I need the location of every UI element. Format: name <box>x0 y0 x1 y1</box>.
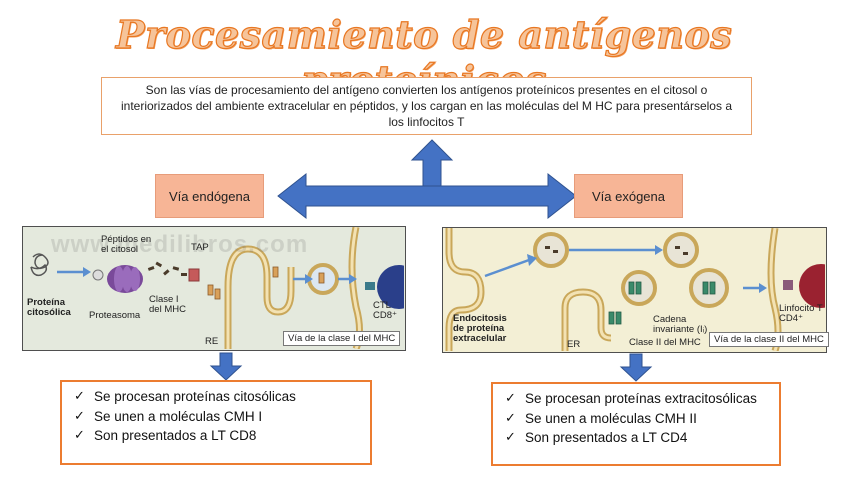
endogenous-features-box: ✓Se procesan proteínas citosólicas ✓Se u… <box>60 380 372 465</box>
endogenous-path-label: Vía endógena <box>169 188 250 204</box>
class2-caption: Vía de la clase II del MHC <box>709 332 829 347</box>
list-item: ✓Se procesan proteínas extracitosólicas <box>505 389 771 409</box>
proteasome-label: Proteasoma <box>89 310 141 321</box>
mhc2-molecules <box>608 281 716 325</box>
endogenous-path-box: Vía endógena <box>155 174 264 218</box>
tap-label: TAP <box>191 242 209 253</box>
ctl-cell <box>365 265 404 309</box>
check-icon: ✓ <box>74 408 85 424</box>
class1-label: Clase I del MHC <box>149 294 186 315</box>
list-item: ✓Son presentados a LT CD4 <box>505 428 771 448</box>
invariant-chain-label: Cadena invariante (Iᵢ) <box>653 314 708 335</box>
list-item: ✓Se unen a moléculas CMH II <box>505 409 771 429</box>
fused-vesicle <box>689 268 729 308</box>
re-label: RE <box>205 336 219 347</box>
list-item: ✓Se procesan proteínas citosólicas <box>74 387 362 407</box>
check-icon: ✓ <box>74 428 85 443</box>
list-item: ✓Son presentados a LT CD8 <box>74 426 362 446</box>
er-membrane <box>224 245 295 349</box>
class1-caption: Vía de la clase I del MHC <box>283 331 401 346</box>
proteasome-icon <box>107 265 143 293</box>
t-cell <box>783 264 825 308</box>
mhc1-molecules <box>207 266 279 300</box>
definition-text: Son las vías de procesamiento del antíge… <box>121 83 732 129</box>
check-icon: ✓ <box>74 389 85 404</box>
exogenous-path-label: Vía exógena <box>591 188 665 204</box>
class1-pathway-figure: www.medilibros.com Péptidos en el citoso… <box>22 226 406 351</box>
check-icon: ✓ <box>505 391 516 406</box>
class1-pathway-illustration <box>30 227 404 349</box>
exogenous-path-box: Vía exógena <box>574 174 683 218</box>
cytosolic-protein-icon <box>30 253 49 277</box>
peptides-label: Péptidos en el citosol <box>101 234 152 255</box>
down-arrow-right <box>619 353 653 382</box>
list-item: ✓Se unen a moléculas CMH I <box>74 407 362 427</box>
check-icon: ✓ <box>505 430 516 445</box>
ctl-label: CTL CD8⁺ <box>373 300 398 321</box>
class2-label: Clase II del MHC <box>629 337 701 348</box>
endocytosis-label: Endocitosis de proteína extracelular <box>453 313 507 344</box>
class2-pathway-figure: Endocitosis de proteína extracelular Cad… <box>442 227 829 353</box>
lysosome <box>663 232 699 268</box>
down-arrow-left <box>209 352 243 381</box>
check-icon: ✓ <box>505 410 516 426</box>
er-label: ER <box>567 339 581 350</box>
tap-transporter <box>188 268 200 282</box>
up-arrow <box>410 139 454 187</box>
watermark: www.medilibros.com <box>51 231 309 258</box>
endosome <box>533 232 569 268</box>
exogenous-features-box: ✓Se procesan proteínas extracitosólicas … <box>491 382 781 466</box>
t-cell-label: Linfocito T CD4⁺ <box>779 303 823 324</box>
definition-box: Son las vías de procesamiento del antíge… <box>101 77 752 135</box>
peptide-fragments <box>147 261 187 276</box>
cytosolic-protein-label: Proteína citosólica <box>27 297 71 318</box>
